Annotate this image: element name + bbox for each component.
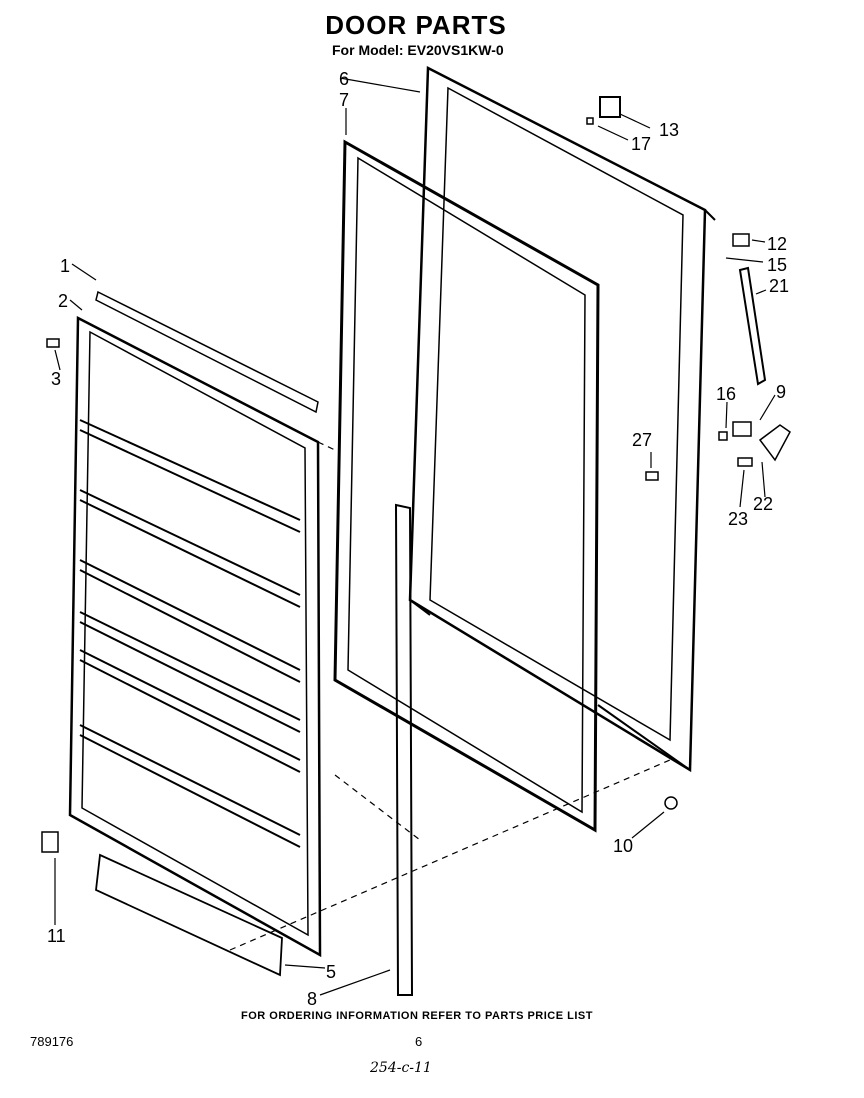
callout-27: 27 [632, 430, 652, 450]
vertical-gasket-strip [394, 503, 414, 996]
callout-9: 9 [776, 382, 786, 402]
callout-2: 2 [58, 291, 68, 311]
callout-11: 11 [47, 926, 66, 946]
callout-12: 12 [767, 234, 787, 254]
callout-3: 3 [51, 369, 61, 389]
model-subtitle: For Model: EV20VS1KW-0 [332, 42, 504, 58]
foot-part-10 [664, 796, 678, 810]
callout-10: 10 [613, 836, 633, 856]
hinge-cover [599, 96, 621, 118]
door-outer-panel [408, 65, 716, 773]
callout-1: 1 [60, 256, 70, 276]
door-inner-liner [68, 315, 322, 958]
handwritten-code: 254-c-11 [370, 1060, 432, 1076]
callout-8: 8 [307, 989, 317, 1009]
top-trim-strip [95, 290, 319, 414]
ordering-note: FOR ORDERING INFORMATION REFER TO PARTS … [241, 1010, 593, 1022]
callout-16: 16 [716, 384, 736, 404]
callout-labels: 1 2 3 5 6 7 8 9 10 11 12 13 15 16 17 21 … [47, 69, 789, 1009]
screw-part-3 [46, 338, 60, 348]
callout-17: 17 [631, 134, 651, 154]
handle-strip [738, 266, 767, 386]
page-title: DOOR PARTS [325, 10, 507, 40]
callout-13: 13 [659, 120, 679, 140]
lock-part-9 [732, 421, 752, 437]
callout-22: 22 [753, 494, 773, 514]
bottom-trim-strip [95, 853, 283, 977]
lock-part-22 [758, 424, 791, 462]
bracket-part-11 [41, 831, 59, 853]
plug-part [586, 117, 594, 125]
callout-7: 7 [339, 90, 349, 110]
callout-6: 6 [339, 69, 349, 89]
callout-21: 21 [769, 276, 789, 296]
screw-part-27 [645, 471, 659, 481]
document-number: 789176 [30, 1034, 74, 1049]
callout-5: 5 [326, 962, 336, 982]
screw-part-23 [737, 457, 753, 467]
switch-part [732, 233, 750, 247]
door-gasket [333, 139, 600, 833]
callout-23: 23 [728, 509, 748, 529]
page-number: 6 [415, 1034, 423, 1049]
callout-15: 15 [767, 255, 787, 275]
washer-part-16 [718, 431, 728, 441]
